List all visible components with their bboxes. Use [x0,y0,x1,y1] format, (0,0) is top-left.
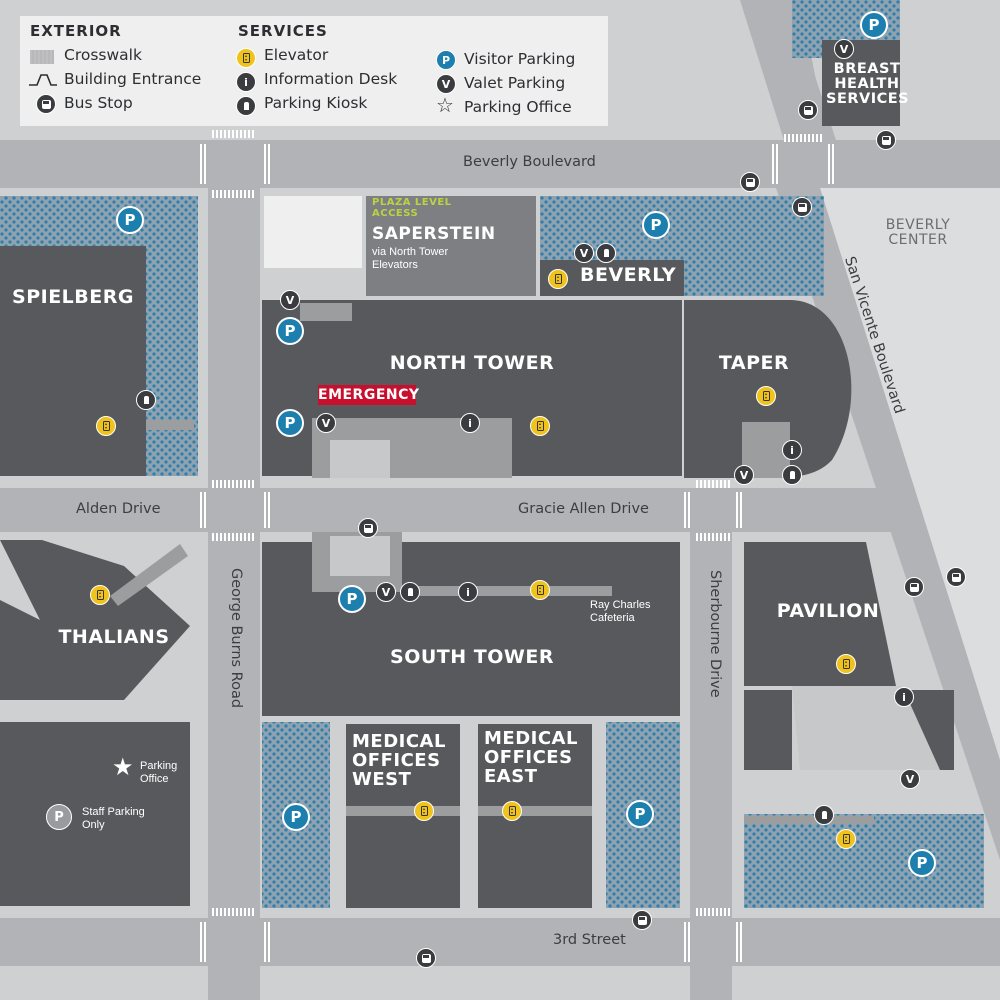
parking-kiosk-icon [814,805,834,825]
bus-stop-icon [416,948,436,968]
emergency-label: EMERGENCY [318,385,420,405]
information-desk-icon: i [782,440,802,460]
bus-stop-icon [904,577,924,597]
parking-office-star-icon: ☆ [436,95,454,117]
parking-kiosk-icon [400,582,420,602]
building-saperstein: SAPERSTEIN [372,224,496,244]
elevator-icon [530,580,550,600]
parking-kiosk-icon [596,243,616,263]
elevator-icon [836,829,856,849]
saperstein-via-note: via North Tower Elevators [372,246,449,271]
legend-valet-parking-label: Valet Parking [464,74,566,92]
elevator-icon [756,386,776,406]
building-medical-offices-west: MEDICAL OFFICES WEST [352,731,446,790]
visitor-parking-icon: P [282,803,310,831]
elevator-icon [236,48,256,68]
valet-parking-icon: V [900,769,920,789]
visitor-parking-icon: P [276,317,304,345]
elevator-icon [90,585,110,605]
visitor-parking-icon: P [642,211,670,239]
street-alden-drive: Alden Drive [76,501,161,517]
parking-office-star-icon: ★ [112,754,134,781]
building-thalians: THALIANS [58,626,170,648]
legend-information-desk-label: Information Desk [264,70,398,88]
parking-kiosk-icon [136,390,156,410]
crosswalks [200,130,836,962]
beverly-center-label: BEVERLY CENTER [885,217,951,248]
information-desk-icon: i [236,72,256,92]
information-desk-icon: i [460,413,480,433]
legend-building-entrance-label: Building Entrance [64,70,202,88]
valet-parking-icon: V [280,290,300,310]
valet-parking-icon: V [436,74,456,94]
elevator-icon [530,416,550,436]
bus-stop-icon [876,130,896,150]
ray-charles-cafeteria-label: Ray Charles Cafeteria [590,599,651,624]
building-taper: TAPER [718,352,790,374]
street-george-burns-road: George Burns Road [228,568,244,709]
street-gracie-allen-drive: Gracie Allen Drive [518,501,649,517]
staff-parking-icon: P [46,804,72,830]
information-desk-icon: i [458,582,478,602]
bus-stop-icon [792,197,812,217]
visitor-parking-icon: P [908,849,936,877]
visitor-parking-icon: P [338,585,366,613]
visitor-parking-icon: P [436,50,456,70]
map-legend: EXTERIOR SERVICES Crosswalk Building Ent… [20,16,608,126]
building-beverly: BEVERLY [580,264,677,286]
parking-kiosk-icon [782,465,802,485]
bus-stop-icon [946,567,966,587]
legend-services-heading: SERVICES [238,22,328,40]
visitor-parking-icon: P [860,11,888,39]
bus-stop-icon [36,94,56,114]
building-medical-offices-east: MEDICAL OFFICES EAST [484,728,578,787]
legend-bus-stop-label: Bus Stop [64,94,133,112]
building-north-tower: NORTH TOWER [389,352,555,374]
street-beverly-boulevard: Beverly Boulevard [463,154,596,170]
building-south-tower: SOUTH TOWER [390,646,554,668]
visitor-parking-icon: P [626,800,654,828]
legend-elevator-label: Elevator [264,46,329,64]
elevator-icon [548,269,568,289]
parking-office-label: Parking Office [140,760,178,785]
street-3rd-street: 3rd Street [553,932,626,948]
saperstein-access-note: PLAZA LEVEL ACCESS [372,197,452,219]
street-sherbourne-drive: Sherbourne Drive [707,570,723,698]
valet-parking-icon: V [316,413,336,433]
legend-parking-office-label: Parking Office [464,98,572,116]
crosswalk-icon [30,50,54,64]
building-entrance-icon [29,74,57,86]
legend-visitor-parking-label: Visitor Parking [464,50,576,68]
building-pavilion: PAVILION [776,600,880,622]
building-spielberg: SPIELBERG [12,286,134,308]
valet-parking-icon: V [834,39,854,59]
valet-parking-icon: V [734,465,754,485]
parking-kiosk-icon [236,96,256,116]
legend-crosswalk-label: Crosswalk [64,46,142,64]
bus-stop-icon [798,100,818,120]
elevator-icon [836,654,856,674]
building-breast-health-services: BREAST HEALTH SERVICES [826,61,910,108]
legend-parking-kiosk-label: Parking Kiosk [264,94,368,112]
bus-stop-icon [632,910,652,930]
visitor-parking-icon: P [276,409,304,437]
staff-parking-label: Staff Parking Only [82,806,145,831]
information-desk-icon: i [894,687,914,707]
valet-parking-icon: V [574,243,594,263]
bus-stop-icon [358,518,378,538]
elevator-icon [502,801,522,821]
legend-exterior-heading: EXTERIOR [30,22,122,40]
bus-stop-icon [740,172,760,192]
elevator-icon [414,801,434,821]
elevator-icon [96,416,116,436]
visitor-parking-icon: P [116,206,144,234]
valet-parking-icon: V [376,582,396,602]
